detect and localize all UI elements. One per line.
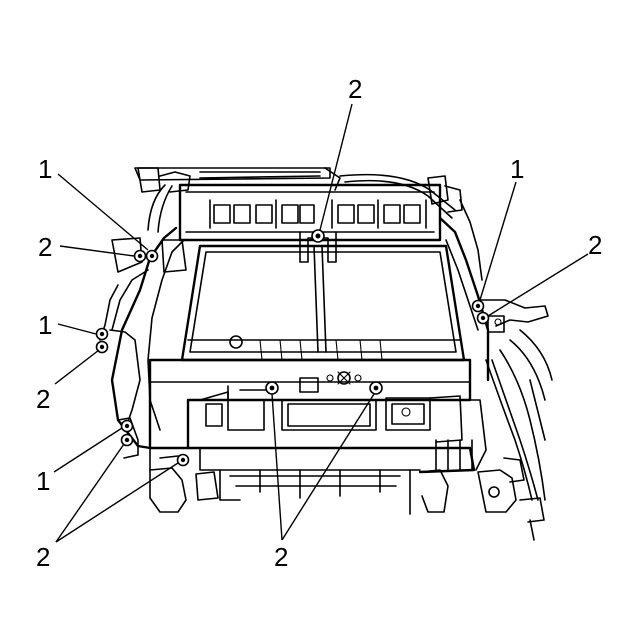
leader-bottom-left-b xyxy=(55,462,179,543)
callout-left-upper-1: 1 xyxy=(38,154,52,184)
leader-left-lower-1 xyxy=(53,427,123,473)
leader-left-upper-2 xyxy=(59,245,135,257)
callout-left-mid-2: 2 xyxy=(36,384,50,414)
leader-right-2 xyxy=(487,253,589,317)
leader-left-mid-2 xyxy=(54,349,100,385)
hvac-case-illustration xyxy=(99,167,553,541)
callout-left-mid-1: 1 xyxy=(38,310,52,340)
callout-labels: 2 1 1 2 2 1 2 1 2 2 xyxy=(36,74,602,572)
bolt-top-center-dot xyxy=(315,233,321,239)
callout-right-2: 2 xyxy=(588,230,602,260)
callout-left-upper-2: 2 xyxy=(38,232,52,262)
callout-bottom-center: 2 xyxy=(274,542,288,572)
callout-right-1: 1 xyxy=(510,154,524,184)
leader-bottom-center-b xyxy=(281,393,375,541)
leader-lines xyxy=(53,103,589,543)
fasteners xyxy=(95,229,490,467)
leader-top-center xyxy=(319,103,353,231)
callout-left-lower-1: 1 xyxy=(36,466,50,496)
callout-top-center: 2 xyxy=(348,74,362,104)
leader-bottom-center-a xyxy=(271,393,283,541)
leader-bottom-left-a xyxy=(55,443,125,543)
leader-right-1 xyxy=(479,181,517,301)
callout-bottom-left: 2 xyxy=(36,542,50,572)
leader-left-mid-1 xyxy=(57,323,97,335)
leader-left-upper-1 xyxy=(57,173,149,251)
